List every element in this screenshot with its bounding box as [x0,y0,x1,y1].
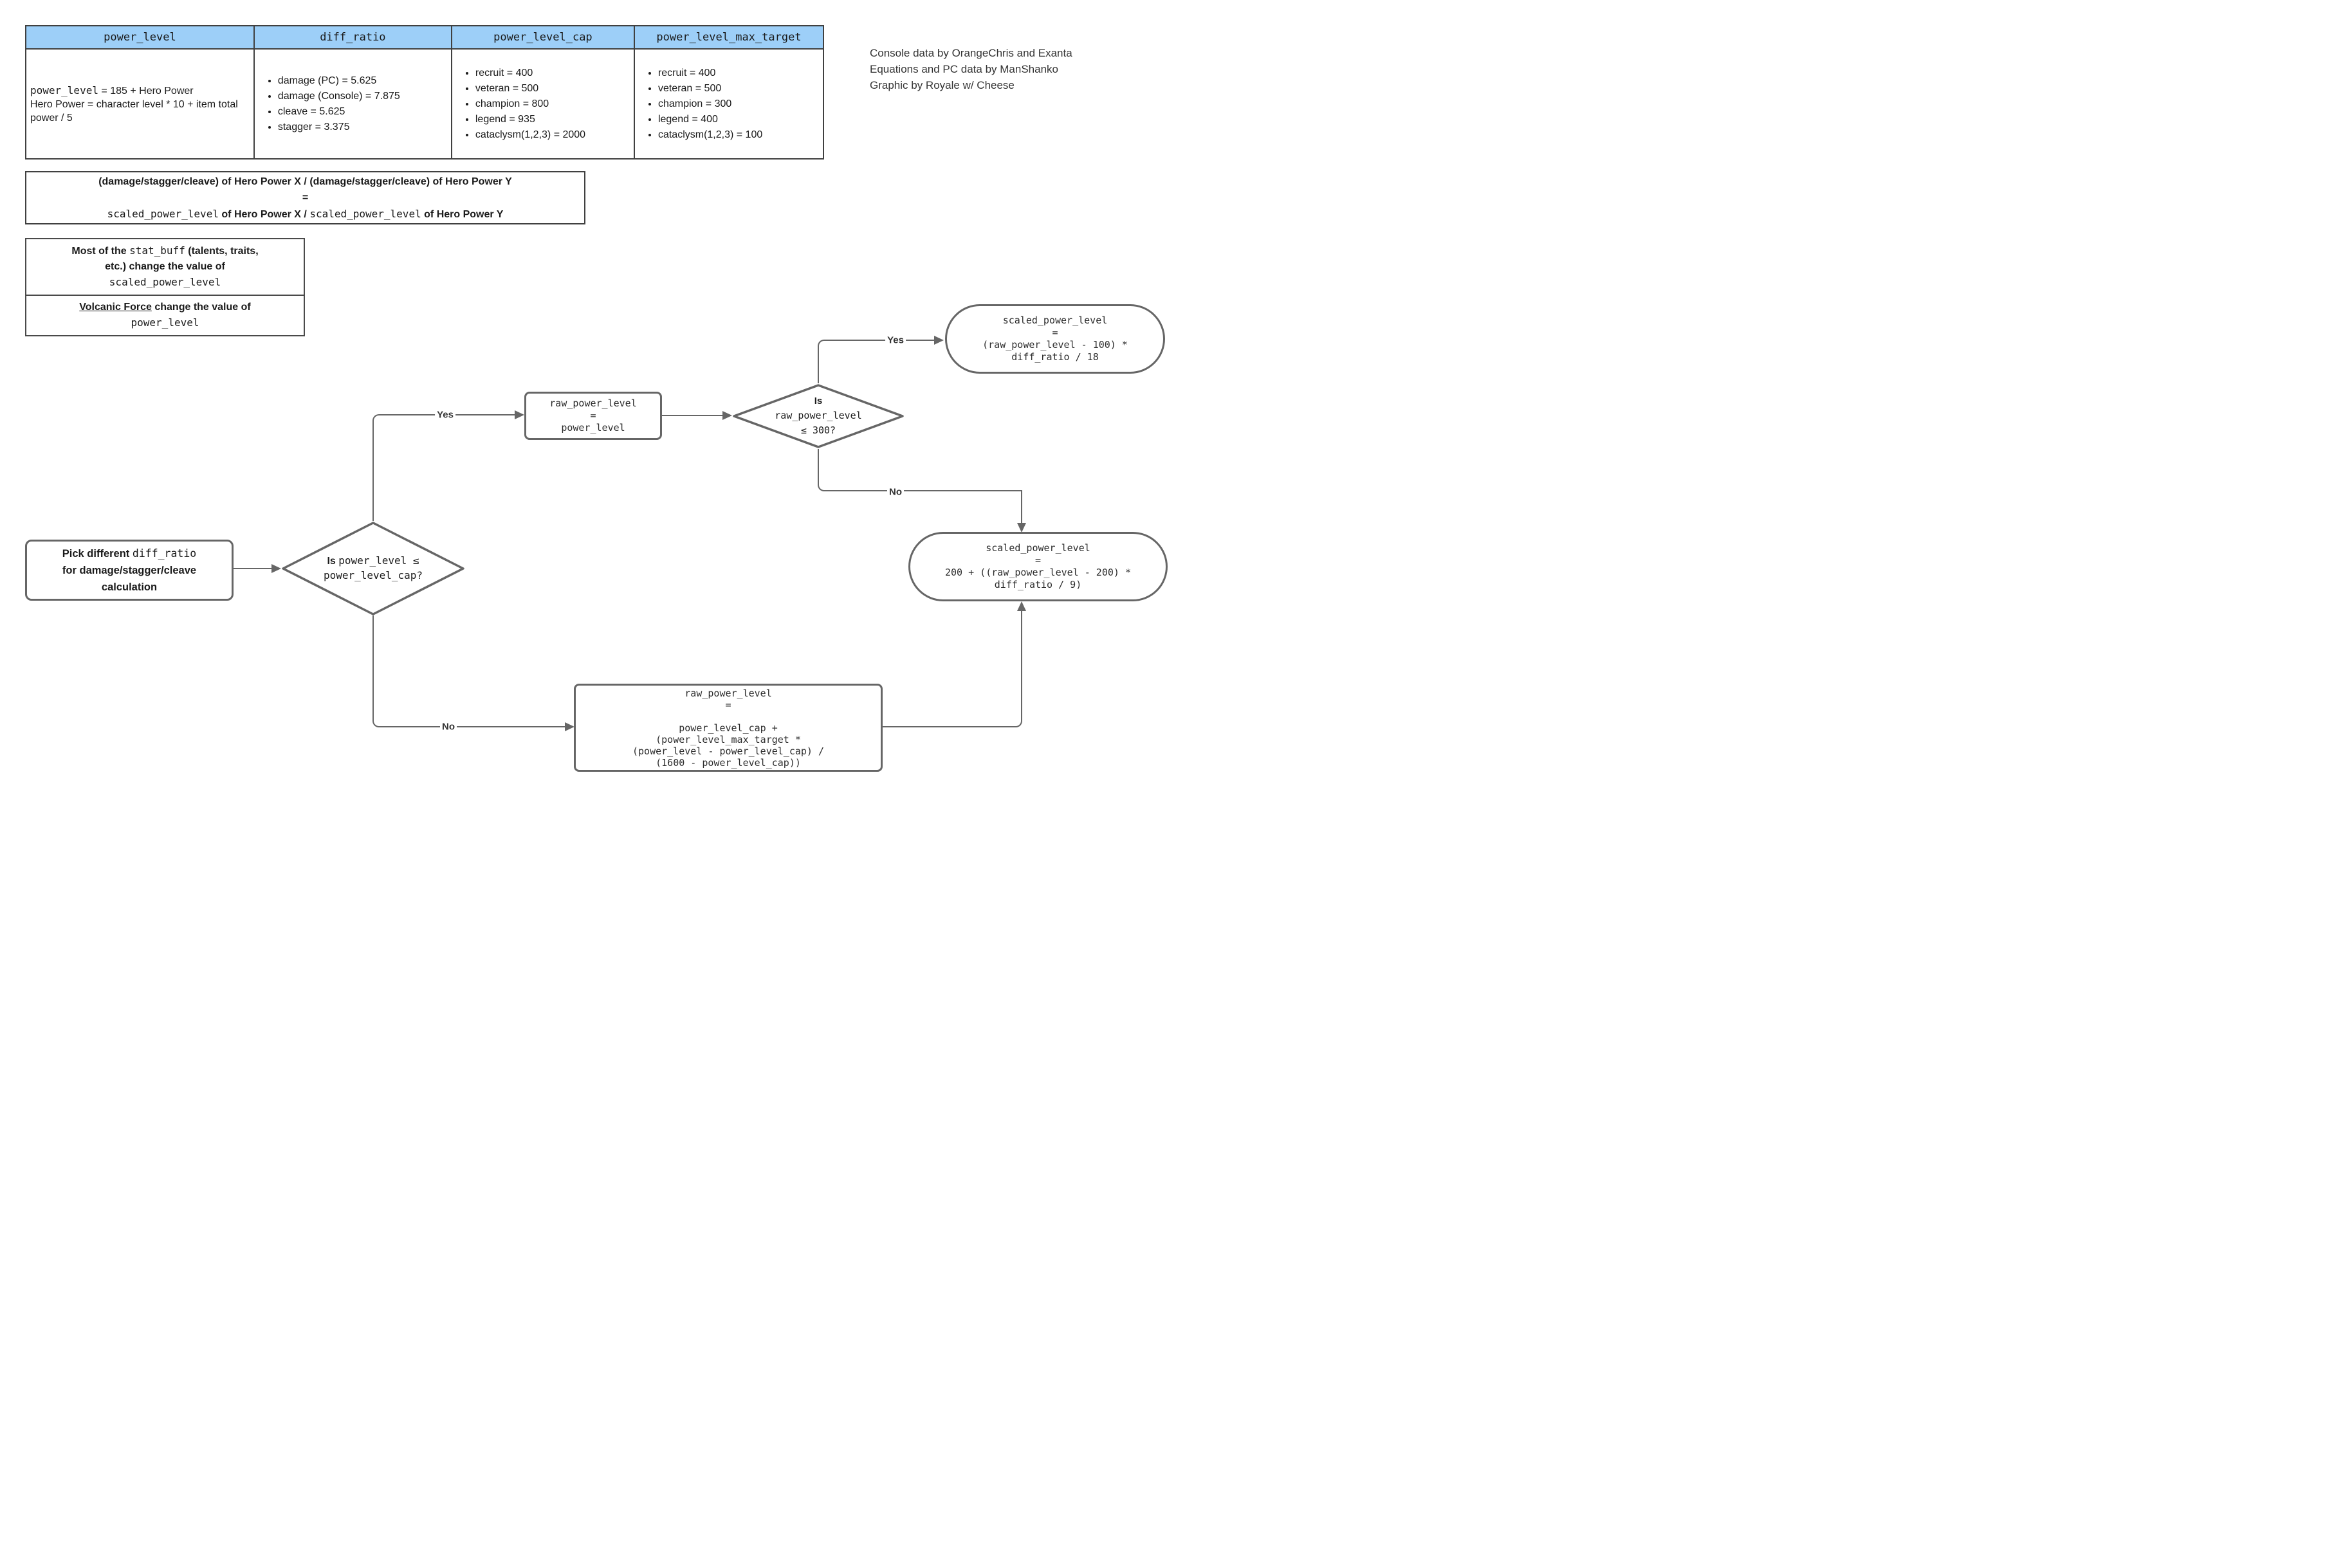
table-column-power-level-max-target: power_level_max_target recruit = 400vete… [634,26,823,158]
diamond-shape [282,522,464,615]
diamond-shape [733,384,904,448]
column-header-power-level-cap: power_level_cap [452,26,634,50]
edge-diamond-300-yes [818,340,935,383]
arrowhead-into-raw-box [515,410,524,419]
edge-calc-to-node-no [883,610,1022,727]
power-level-max-target-values: recruit = 400veteran = 500champion = 300… [635,50,823,158]
arrowhead-into-node-no-bottom [1017,601,1026,611]
arrowhead-into-diamond-cap [271,564,281,573]
power-level-cap-values: recruit = 400veteran = 500champion = 800… [452,50,634,158]
edge-diamond-cap-yes [372,414,515,521]
edge-pick-to-diamond [234,568,271,569]
diff-ratio-values: damage (PC) = 5.625damage (Console) = 7.… [255,50,451,158]
arrowhead-into-diamond-300 [722,411,732,420]
diamond-power-level-cap: Is power_level ≤power_level_cap? [281,521,465,616]
column-header-power-level: power_level [26,26,253,50]
flowchart-canvas: power_level power_level = 185 + Hero Pow… [0,0,1176,784]
column-header-power-level-max-target: power_level_max_target [634,26,823,50]
edge-label-yes-2: Yes [885,334,906,346]
raw-power-level-calc-box: raw_power_level= power_level_cap +(power… [574,684,883,772]
edge-label-no-2: No [887,486,904,498]
raw-power-level-box: raw_power_level=power_level [524,392,662,440]
column-header-diff-ratio: diff_ratio [254,26,451,50]
table-column-power-level: power_level power_level = 185 + Hero Pow… [26,26,255,158]
edge-raw-to-diamond-300 [662,415,723,416]
edge-diamond-300-no [818,449,1022,491]
arrowhead-into-calc-box [565,722,574,731]
edge-diamond-cap-no [372,615,565,727]
scaled-power-level-no-node: scaled_power_level=200 + ((raw_power_lev… [908,532,1168,601]
arrowhead-into-node-yes [934,336,944,345]
arrowhead-into-node-no-top [1017,523,1026,533]
diamond-power-level-cap-text: Is power_level ≤power_level_cap? [323,554,423,581]
ratio-equation-box: (damage/stagger/cleave) of Hero Power X … [25,171,585,224]
parameters-table: power_level power_level = 185 + Hero Pow… [25,25,824,160]
table-column-diff-ratio: diff_ratio damage (PC) = 5.625damage (Co… [254,26,452,158]
table-column-power-level-cap: power_level_cap recruit = 400veteran = 5… [452,26,635,158]
notes-box: Most of the stat_buff (talents, traits,e… [25,238,305,336]
edge-diamond-300-no-drop [1021,491,1022,524]
edge-label-no-1: No [440,721,457,733]
scaled-power-level-yes-node: scaled_power_level=(raw_power_level - 10… [945,304,1165,374]
stat-buff-note: Most of the stat_buff (talents, traits,e… [71,244,259,288]
edge-label-yes-1: Yes [435,409,455,421]
